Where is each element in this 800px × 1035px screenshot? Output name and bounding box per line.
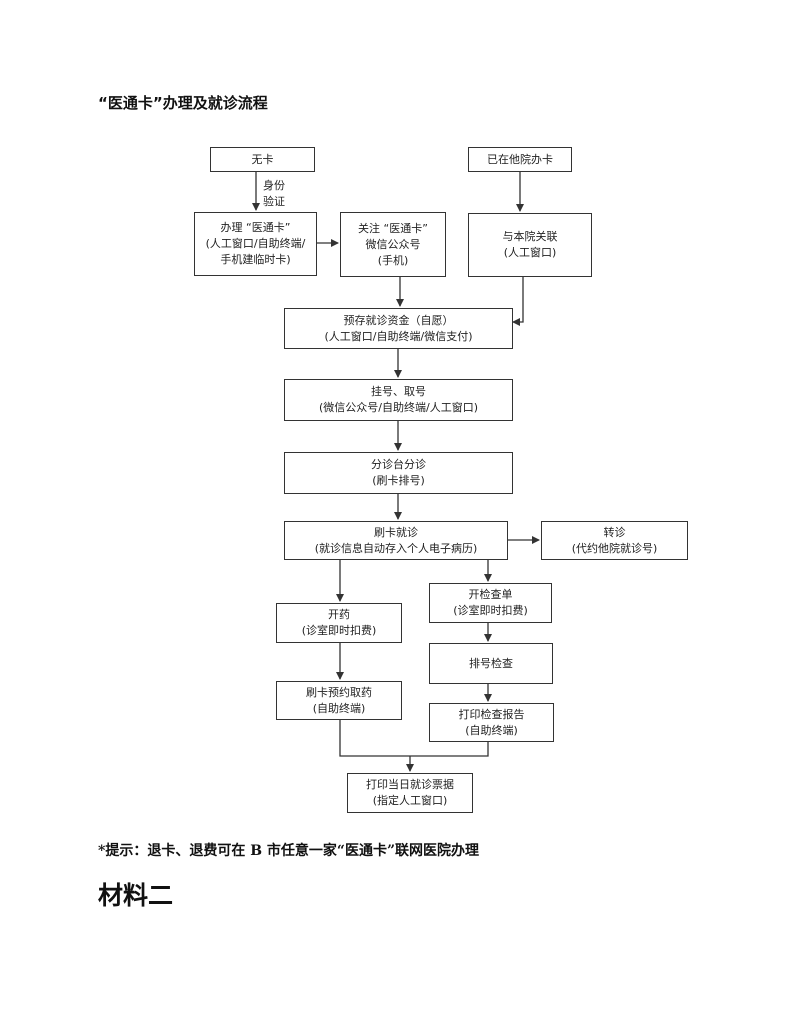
node-triage-line1: 分诊台分诊 [371,458,426,471]
node-visit-line2: (就诊信息自动存入个人电子病历) [314,541,478,555]
node-follow-wechat: 关注 “医通卡” 微信公众号 (手机) [340,212,446,277]
node-exam-order: 开检查单 (诊室即时扣费) [429,583,552,623]
node-print-receipt-line2: (指定人工窗口) [372,794,448,807]
edge-merge-receipt [339,720,489,771]
node-has-other-line1: 已在他院办卡 [487,152,553,166]
node-pickup-line1: 刷卡预约取药 [306,685,372,699]
node-has-other-hospital-card: 已在他院办卡 [468,147,572,172]
edge-label-line1: 身份 [263,179,285,192]
node-wechat-line2: 微信公众号 [365,237,421,251]
section-heading: 材料二 [98,881,174,910]
node-register-line1: 挂号、取号 [371,385,426,398]
node-link-hospital: 与本院关联 (人工窗口) [468,213,592,277]
node-apply-card: 办理 “医通卡” (人工窗口/自助终端/ 手机建临时卡) [194,212,317,276]
node-prescribe-line2: (诊室即时扣费) [301,624,377,637]
node-print-receipt-line1: 打印当日就诊票据 [366,778,454,791]
node-deposit-line2: (人工窗口/自助终端/微信支付) [324,329,473,343]
node-wechat-line3: (手机) [377,253,409,267]
node-wechat-line1: 关注 “医通卡” [358,221,428,235]
node-pickup-medicine: 刷卡预约取药 (自助终端) [276,681,402,720]
page-title: “医通卡”办理及就诊流程 [98,94,268,112]
node-print-receipt: 打印当日就诊票据 (指定人工窗口) [347,773,473,813]
edge-label-line2: 验证 [263,195,285,208]
node-link-line1: 与本院关联 [502,230,558,243]
node-prescribe-line1: 开药 [328,608,350,621]
node-no-card-line1: 无卡 [251,152,274,166]
node-register-line2: (微信公众号/自助终端/人工窗口) [319,401,478,414]
node-exam-queue: 排号检查 [429,643,553,684]
node-no-card: 无卡 [210,147,315,172]
node-transfer: 转诊 (代约他院就诊号) [541,521,688,560]
node-link-line2: (人工窗口) [503,246,557,259]
node-visit-line1: 刷卡就诊 [374,525,418,539]
node-exam-order-line1: 开检查单 [468,588,513,601]
node-triage-line2: (刷卡排号) [372,474,425,487]
node-exam-queue-line1: 排号检查 [469,656,513,670]
node-apply-line1: 办理 “医通卡” [220,221,291,234]
node-transfer-line1: 转诊 [603,525,626,539]
node-print-report-line1: 打印检查报告 [458,707,525,721]
node-print-report-line2: (自助终端) [465,723,518,737]
node-deposit-funds: 预存就诊资金（自愿） (人工窗口/自助终端/微信支付) [284,308,513,349]
node-prescribe: 开药 (诊室即时扣费) [276,603,402,643]
edge-link-deposit [512,277,524,326]
node-triage: 分诊台分诊 (刷卡排号) [284,452,513,494]
footnote: *提示：退卡、退费可在 B 市任意一家“医通卡”联网医院办理 [98,843,480,859]
node-exam-order-line2: (诊室即时扣费) [453,604,528,617]
edge-label-id-check: 身份 验证 [263,178,285,210]
node-apply-line2: (人工窗口/自助终端/ [205,237,306,250]
node-pickup-line2: (自助终端) [312,701,366,715]
node-apply-line3: 手机建临时卡) [220,253,291,266]
node-transfer-line2: (代约他院就诊号) [571,541,658,555]
node-register: 挂号、取号 (微信公众号/自助终端/人工窗口) [284,379,513,421]
node-visit: 刷卡就诊 (就诊信息自动存入个人电子病历) [284,521,508,560]
node-deposit-line1: 预存就诊资金（自愿） [343,313,454,327]
node-print-report: 打印检查报告 (自助终端) [429,703,554,742]
